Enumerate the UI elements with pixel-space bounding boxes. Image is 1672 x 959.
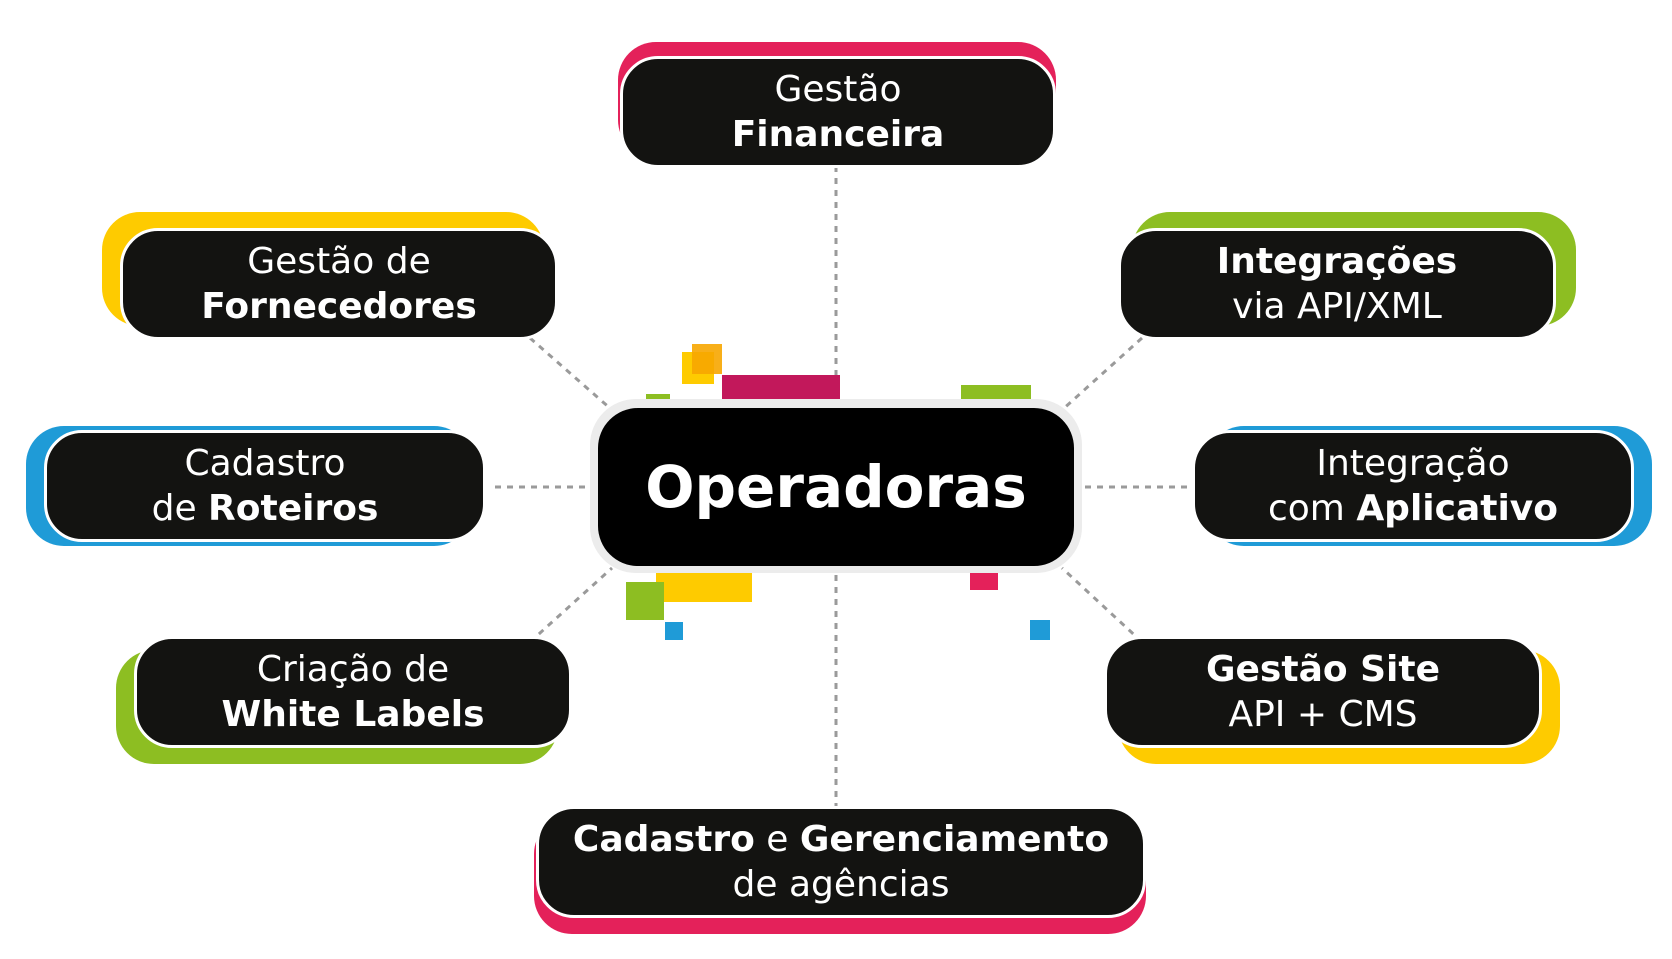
node-line1-connector: e (754, 819, 800, 860)
node-pill: Cadastro de Roteiros (44, 430, 486, 542)
node-cadastro-gerenciamento-agencias: Cadastro e Gerenciamento de agências (534, 806, 1146, 934)
node-line1: Integração (1316, 443, 1510, 484)
decor-square-blue-1 (665, 622, 683, 640)
center-node-label: Operadoras (645, 453, 1027, 521)
decor-square-orange (692, 344, 722, 374)
decor-square-pink (970, 568, 998, 590)
connector-site (1060, 566, 1144, 644)
node-line2: Fornecedores (201, 286, 477, 327)
node-line2-bold: Roteiros (208, 488, 379, 529)
node-line2: API + CMS (1228, 694, 1418, 735)
node-cadastro-roteiros: Cadastro de Roteiros (26, 426, 486, 546)
node-line1: Criação de (256, 649, 450, 690)
node-pill: Integração com Aplicativo (1192, 430, 1634, 542)
node-line1-bold-a: Cadastro (572, 819, 755, 860)
node-pill: Gestão de Fornecedores (120, 228, 558, 340)
connector-integracoes (1060, 336, 1144, 412)
decor-square-yellow-2 (656, 568, 752, 602)
node-line2-prefix: de (151, 488, 209, 529)
node-pill: Gestão Financeira (620, 56, 1056, 168)
node-pill: Criação de White Labels (134, 636, 572, 748)
node-line2-bold: Aplicativo (1356, 488, 1559, 529)
node-line1: Gestão Site (1205, 649, 1441, 690)
node-line2: com Aplicativo (1268, 486, 1558, 531)
node-criacao-white-labels: Criação de White Labels (116, 636, 572, 764)
node-pill: Cadastro e Gerenciamento de agências (536, 806, 1146, 918)
connector-whitelabels (528, 566, 614, 644)
node-line1: Cadastro e Gerenciamento (573, 817, 1109, 862)
node-gestao-site: Gestão Site API + CMS (1104, 636, 1560, 764)
node-gestao-financeira: Gestão Financeira (618, 42, 1056, 168)
node-line2: White Labels (221, 694, 485, 735)
node-line1: Cadastro (184, 443, 346, 484)
decor-square-green-3 (626, 582, 664, 620)
node-line1: Integrações (1216, 241, 1458, 282)
node-line1: Gestão de (247, 241, 431, 282)
node-pill: Gestão Site API + CMS (1104, 636, 1542, 748)
node-line2: de agências (732, 864, 950, 905)
node-gestao-fornecedores: Gestão de Fornecedores (102, 212, 558, 340)
node-integracoes-api-xml: Integrações via API/XML (1118, 212, 1576, 340)
node-integracao-aplicativo: Integração com Aplicativo (1192, 426, 1652, 546)
node-line1-bold-b: Gerenciamento (799, 819, 1110, 860)
center-node-operadoras: Operadoras (598, 408, 1074, 566)
decor-square-blue-2 (1030, 620, 1050, 640)
node-line2-prefix: com (1267, 488, 1357, 529)
node-line2: via API/XML (1232, 286, 1442, 327)
connector-fornecedores (529, 336, 613, 412)
node-line2: de Roteiros (152, 486, 379, 531)
node-line2: Financeira (731, 114, 945, 155)
node-line1: Gestão (774, 69, 902, 110)
node-pill: Integrações via API/XML (1118, 228, 1556, 340)
